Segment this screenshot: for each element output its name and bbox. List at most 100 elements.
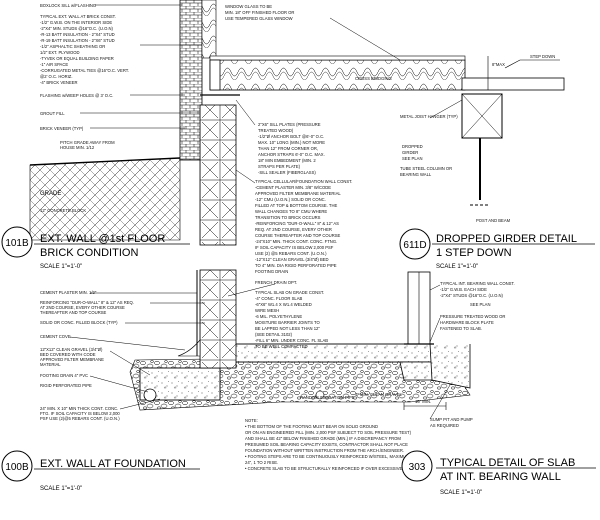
svg-text:IF SOIL CAPACITY IS BELOW 2,00: IF SOIL CAPACITY IS BELOW 2,000 PSF [255,245,334,250]
brick-veneer-label: BRICK VENEER (TYP) [40,126,84,131]
svg-text:1/2" EXT. PLYWOOD: 1/2" EXT. PLYWOOD [40,50,80,55]
scale-611d: SCALE 1"=1'-0" [436,264,478,270]
gravel-bed-label-4: MATERIAL [40,362,61,367]
treated-plate-label-2: HARDWARE BLOCK PLATE [440,320,494,325]
bearing-wall-label: TYPICAL INT. BEARING WALL CONST. [440,281,515,286]
bearing-wall-label-3: -2"X4" STUDS @16"O.C. (U.O.N) [440,293,504,298]
dropped-girder-label-3: SEE PLAN [402,156,422,161]
svg-text:-R-19 BATT INSULATION - 2"X6": -R-19 BATT INSULATION - 2"X6" STUD [40,38,115,43]
svg-text:WIRE MESH: WIRE MESH [255,308,279,313]
reinforcing-label-2: AT 2ND COURSE, EVERY OTHER COURSE [40,305,125,310]
concrete-block-label: 12" CONCRETE BLOCK [40,208,86,213]
title-303-line1: TYPICAL DETAIL OF SLAB [440,457,575,469]
footing-spec-label-2: FTG. IF SOIL CAPACITY IS BELOW 2,000 [40,411,120,416]
svg-text:18" MIN EMBEDMENT (MIN. 2: 18" MIN EMBEDMENT (MIN. 2 [258,158,316,163]
tube-steel-label-2: BEARING WALL [400,172,432,177]
rigid-pipe-label: RIGID PERFORATED PIPE [40,383,92,388]
svg-text:-1/2"Ø ANCHOR BOLT @6'-0" O.C.: -1/2"Ø ANCHOR BOLT @6'-0" O.C. [258,134,324,139]
svg-text:@2' O.C. HORIZ.: @2' O.C. HORIZ. [40,74,73,79]
title-303-line2: AT INT. BEARING WALL [440,471,561,483]
svg-text:-CORRUGATED METAL TIES @16"O.C: -CORRUGATED METAL TIES @16"O.C. VERT. [40,68,129,73]
svg-text:-4" BRICK VENEER: -4" BRICK VENEER [40,80,78,85]
pitch-grade-label-2: HOUSE MIN. 1/12 [60,145,95,150]
flashing-label: FLASHING w/WEEP HOLES @ 3' O.C. [40,93,113,98]
cellular-wall-notes: TYPICAL CELLULAR/FOUNDATION WALL CONST. … [255,179,352,274]
subfloor [209,55,466,61]
tag-101b-circle [1,226,33,258]
svg-text:-2"X4" MIN. STUDS @16"O.C. (U.: -2"X4" MIN. STUDS @16"O.C. (U.O.N) [40,26,114,31]
irrigation-pipe [315,390,325,400]
svg-text:MOISTURE BARRIER JOINTS TO: MOISTURE BARRIER JOINTS TO [255,320,321,325]
svg-text:TYPICAL SLAB ON GRADE CONST.: TYPICAL SLAB ON GRADE CONST. [255,290,324,295]
gravel-bed-label: 12"X12" CLEAN GRAVEL (3/4"Ø) [40,347,103,352]
tag-100b: 100B [5,462,29,473]
tag-101b: 101B [5,238,29,249]
sump-label-2: AS REQUIRED [430,423,459,428]
cross-bridging-label: CROSS BRIDGING [355,76,392,81]
svg-text:-REINFORCING "DUR-O-WALL" 8" &: -REINFORCING "DUR-O-WALL" 8" & 12" AS [255,221,339,226]
svg-text:PRESUMED SOIL BEARING CAPACITY: PRESUMED SOIL BEARING CAPACITY EXISTS, C… [245,442,408,447]
svg-text:MAX. 10" LONG (MIN.) NOT MORE: MAX. 10" LONG (MIN.) NOT MORE [258,140,325,145]
svg-text:STRAPS PER PLATE): STRAPS PER PLATE) [258,164,301,169]
svg-text:-24"X10" MIN. THICK CONT. CONC: -24"X10" MIN. THICK CONT. CONC. FTNG. [255,239,337,244]
foundation-leaders [69,283,451,420]
clean-gravel-label: 4" MIN. CLEAN GRAVEL [355,392,402,397]
pitch-grade-label: PITCH GRADE AWAY FROM [60,140,115,145]
grout-fill-label: GROUT FILL [40,111,65,116]
step-down-floor [461,77,565,91]
metal-joist-hanger-label: METAL JOIST HANGER (TYP) [400,114,458,119]
leader-lines [80,4,463,184]
svg-text:TYPICAL CELLULAR/FOUNDATION WA: TYPICAL CELLULAR/FOUNDATION WALL CONST. [255,179,352,184]
scale-303: SCALE 1"=1'-0" [440,490,482,496]
solid-cmu-label: SOLID OR CONC. FILLED BLOCK (TYP) [40,320,118,325]
footing-notes: • THE BOTTOM OF THE FOOTING MUST BEAR ON… [245,424,422,471]
svg-text:24", 1 TO 2 RISE.: 24", 1 TO 2 RISE. [245,460,278,465]
svg-text:WALL CHANGES TO 8" CMU WHERE: WALL CHANGES TO 8" CMU WHERE [255,209,327,214]
cement-plaster-label: CEMENT PLASTER MIN. 1/2" [40,290,97,295]
french-drain-label: FRENCH DRAIN OPT. [255,280,297,285]
svg-text:FOOTING DRAIN: FOOTING DRAIN [255,269,288,274]
soil-mass [29,157,181,241]
svg-text:-FILL 6" MIN. UNDER CONC. FL S: -FILL 6" MIN. UNDER CONC. FL SLAB [255,338,328,343]
dropped-girder-label: DROPPED [402,144,423,149]
svg-text:FOUNDATION WITHOUT WRITTEN INS: FOUNDATION WITHOUT WRITTEN INSTRUCTION F… [245,448,404,453]
concrete-slab [219,343,433,363]
svg-text:AND SHALL BE 42" BELOW FINISHE: AND SHALL BE 42" BELOW FINISHED GRADE (M… [245,436,401,441]
svg-text:USE (2) @5 REBARS CONT. (U.O.N: USE (2) @5 REBARS CONT. (U.O.N.) [255,251,327,256]
post-and-beam-label: POST AND BEAM [476,218,511,223]
svg-text:COURSE THEREAFTER AND TOP COUR: COURSE THEREAFTER AND TOP COURSE [255,233,341,238]
step-down-leader [504,59,560,69]
tag-303-circle [401,450,433,482]
step-down-label: STEP DOWN [530,54,555,59]
title-101b-line2: BRICK CONDITION [40,247,138,259]
sump-label: SUMP PIT AND PUMP [430,417,473,422]
footing-drain-label: FOOTING DRAIN 4" PVC [40,373,88,378]
title-611d-line2: 1 STEP DOWN [436,247,512,259]
brick-veneer-column [179,0,203,161]
svg-text:-SILL SEALER (FIBERGLASS): -SILL SEALER (FIBERGLASS) [258,170,316,175]
boxlock-sill-label: BOXLOCK SILL w/FLASHING [40,3,96,8]
rim-joist [209,59,221,91]
window-glass-label-2: MIN. 18" OFF FINISHED FLOOR OR [225,10,294,15]
svg-text:-1/2" G.W.B. ON THE INTERIOR S: -1/2" G.W.B. ON THE INTERIOR SIDE [40,20,112,25]
grade-line [29,157,181,166]
svg-text:BE LAPPED NOT LESS THAN 12": BE LAPPED NOT LESS THAN 12" [255,326,320,331]
svg-text:• CONCRETE SLAB TO BE STRUCTUR: • CONCRETE SLAB TO BE STRUCTURALLY REINF… [245,466,413,471]
reinforcing-label-3: THEREAFTER AND TOP COURSE [40,310,107,315]
dim-16-label: 16" MIN. [415,399,431,404]
svg-text:TO 4" MIN. DIA RIGID PERFORATE: TO 4" MIN. DIA RIGID PERFORATED PIPE [255,263,337,268]
scale-100b: SCALE 1"=1'-0" [40,486,82,492]
cement-cove-label: CEMENT COVE [40,334,71,339]
title-611d-line1: DROPPED GIRDER DETAIL [436,233,577,245]
tag-611d: 611D [403,240,426,251]
girder-hatch [461,93,503,139]
see-plan-label: SEE PLAN [470,302,490,307]
tag-303: 303 [409,462,426,473]
footing-drain-pipe [143,388,157,402]
svg-text:-R-13 BATT INSULATION - 2"X4": -R-13 BATT INSULATION - 2"X4" STUD [40,32,115,37]
svg-text:(SEE DETAIL 3102): (SEE DETAIL 3102) [255,332,293,337]
window-glass-label-3: USE TEMPERED GLASS WINDOW [225,16,293,21]
scale-101b: SCALE 1"=1'-0" [40,264,82,270]
treated-plate-label: PRESSURE TREATED WOOD OR [440,314,505,319]
